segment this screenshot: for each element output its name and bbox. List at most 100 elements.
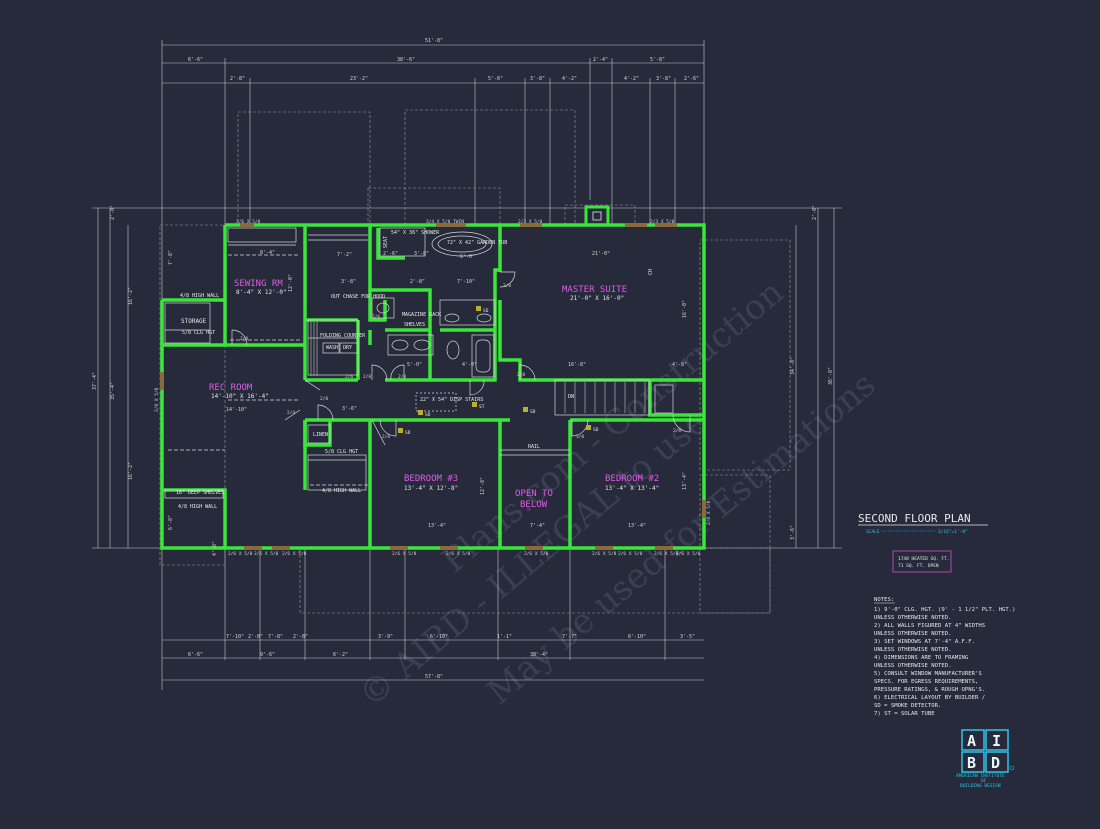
logo-caption: AMERICAN INSTITUTE xyxy=(956,773,1005,779)
dim-bottom-total: 57'-8" xyxy=(425,674,443,680)
folding-label: FOLDING COUNTER xyxy=(320,333,366,339)
note-line: UNLESS OTHERWISE NOTED. xyxy=(874,663,951,669)
smoke-detectors xyxy=(398,306,591,433)
dim-inner: 16'-0" xyxy=(682,300,688,318)
title-block: SECOND FLOOR PLAN SCALE 3/16"=1'-0" 1748… xyxy=(858,512,988,573)
dim-bottom: 7'-10" xyxy=(226,634,244,640)
note-line: 1) 9'-0" CLG. HGT. (9' - 1 1/2" PLT. HGT… xyxy=(874,607,1015,613)
dim-top: 23'-2" xyxy=(350,76,368,82)
shower-label: 54" X 36" SHOWER xyxy=(391,230,440,236)
window-label: 2/6 X 5/0 xyxy=(524,551,549,557)
logo-caption: BUILDING DESIGN xyxy=(960,783,1001,789)
window-label: 2/6 X 5/0 xyxy=(392,551,417,557)
ch-label: CH xyxy=(648,269,654,275)
notes-title: NOTES: xyxy=(874,597,894,603)
dim-inner: 4'-0" xyxy=(462,362,477,368)
door-label: 2/4 xyxy=(287,410,295,416)
window-labels: 2/6 X 5/0 3/4 X 5/0 TWIN 2/3 X 5/0 2/3 X… xyxy=(154,219,712,557)
dim-inner: 3'-8" xyxy=(414,251,429,257)
dim-top: 2'-6" xyxy=(684,76,699,82)
dim-left: 4'-8" xyxy=(212,541,218,556)
window-label: 2/6 X 5/0 xyxy=(592,551,617,557)
door-label: 2/8 xyxy=(503,283,511,289)
dim-inner: 14'-10" xyxy=(226,407,247,413)
dim-inner: 2'-6" xyxy=(383,251,398,257)
dim-inner: 13'-4" xyxy=(682,472,688,490)
linen-label: LINEN xyxy=(313,432,328,438)
knee-wall-label: 4/8 HIGH WALL xyxy=(180,293,219,299)
dim-left: 7'-8" xyxy=(168,250,174,265)
logo-letter-a: A xyxy=(967,732,976,750)
window-label: 2/6 X 5/0 xyxy=(654,551,679,557)
area-heated: 1748 HEATED SQ. FT. xyxy=(898,556,949,562)
note-line: UNLESS OTHERWISE NOTED. xyxy=(874,615,951,621)
deep-shelves-label: 16" DEEP SHELVES xyxy=(176,490,224,496)
notes: NOTES: 1) 9'-0" CLG. HGT. (9' - 1 1/2" P… xyxy=(874,597,1015,717)
attic-stairs-label: 22" X 54" DISP STAIRS xyxy=(420,397,483,403)
dim-bottom: 6'-10" xyxy=(430,634,448,640)
aibd-logo: A I B D AMERICAN INSTITUTE OF BUILDING D… xyxy=(956,729,1015,789)
chimney xyxy=(584,205,610,227)
window-label: 3/4 X 5/0 TWIN xyxy=(426,219,464,225)
dim-inner: 12'-8" xyxy=(480,477,486,495)
dim-inner: 13'-4" xyxy=(628,523,646,529)
knee-wall-label: 4/8 HIGH WALL xyxy=(178,504,217,510)
room-name-rec: REC ROOM xyxy=(209,383,253,393)
area-open: 71 SQ. FT. OPEN xyxy=(898,563,939,569)
window-label: 2/6 X 5/0 xyxy=(236,219,261,225)
dim-inner: 16'-8" xyxy=(568,362,586,368)
dim-inner: 3'-6" xyxy=(342,406,357,412)
dim-left: 6'-8" xyxy=(168,515,174,530)
scale-value: 3/16"=1'-0" xyxy=(938,529,968,535)
dim-top-total: 51'-8" xyxy=(425,38,443,44)
dimension-lines xyxy=(92,40,842,690)
door-label: 2/6 xyxy=(345,374,353,380)
shelves-label: SHELVES xyxy=(404,322,425,328)
dimension-labels: 51'-8" 6'-6" 38'-6" 2'-4" 5'-8" 2'-8" 23… xyxy=(92,38,834,680)
sd-label: SD xyxy=(593,427,599,433)
dim-bottom: 6'-10" xyxy=(628,634,646,640)
dim-bottom: 6'-6" xyxy=(188,652,203,658)
dry-label: DRY xyxy=(343,345,352,351)
storage-label: STORAGE xyxy=(181,318,207,325)
note-line: 7) ST = SOLAR TUBE xyxy=(874,711,935,717)
room-size-bedroom3: 13'-4" X 12'-8" xyxy=(404,485,458,492)
sheet-title: SECOND FLOOR PLAN xyxy=(858,512,971,525)
knee-wall-label: 4/8 HIGH WALL xyxy=(322,488,361,494)
watermark: © AIBD - ILLEGAL to use Plans.com - Cons… xyxy=(352,272,884,715)
outchase-label: OUT CHASE FOR HOOD xyxy=(331,294,385,300)
dim-left: 16'-2" xyxy=(128,462,134,480)
dim-top: 2'-4" xyxy=(593,57,608,63)
logo-letter-d: D xyxy=(991,754,1000,772)
room-name-bedroom2: BEDROOM #2 xyxy=(605,474,659,484)
dim-bottom: 3'-9" xyxy=(378,634,393,640)
dim-left: 16'-2" xyxy=(128,287,134,305)
dim-bottom: 6'-2" xyxy=(333,652,348,658)
dim-top: 5'-6" xyxy=(488,76,503,82)
room-name-below: BELOW xyxy=(520,500,548,510)
window-label: 2/8 X 5/0 xyxy=(706,500,712,525)
dim-bottom: 2'-8" xyxy=(293,634,308,640)
dim-right: 2'-8" xyxy=(812,205,818,220)
window-label: 2/6 X 5/0 xyxy=(618,551,643,557)
dim-inner: 7'-4" xyxy=(530,523,545,529)
sd-label: SD xyxy=(530,409,536,415)
note-line: UNLESS OTHERWISE NOTED. xyxy=(874,631,951,637)
window-label: 2/6 X 5/0 xyxy=(446,551,471,557)
interior-details xyxy=(164,227,674,499)
room-size-master: 21'-0" X 16'-0" xyxy=(570,295,624,302)
window-label: 2/6 X 5/0 xyxy=(676,551,701,557)
door-label: 2/8 xyxy=(363,374,371,380)
dim-inner: 13'-4" xyxy=(428,523,446,529)
room-name-open: OPEN TO xyxy=(515,489,553,499)
door-label: 2/8 xyxy=(398,374,406,380)
room-name-bedroom3: BEDROOM #3 xyxy=(404,474,458,484)
window-marks xyxy=(160,223,706,550)
dim-inner: 2'-8" xyxy=(410,279,425,285)
note-line: PRESSURE RATINGS, & ROUGH OPNG'S. xyxy=(874,687,985,693)
watermark-text-2: Plans.com - Construction xyxy=(434,272,791,581)
dim-inner: 7'-10" xyxy=(457,279,475,285)
door-label: 2/8 xyxy=(240,336,248,342)
door-label: 3/0 xyxy=(576,434,584,440)
